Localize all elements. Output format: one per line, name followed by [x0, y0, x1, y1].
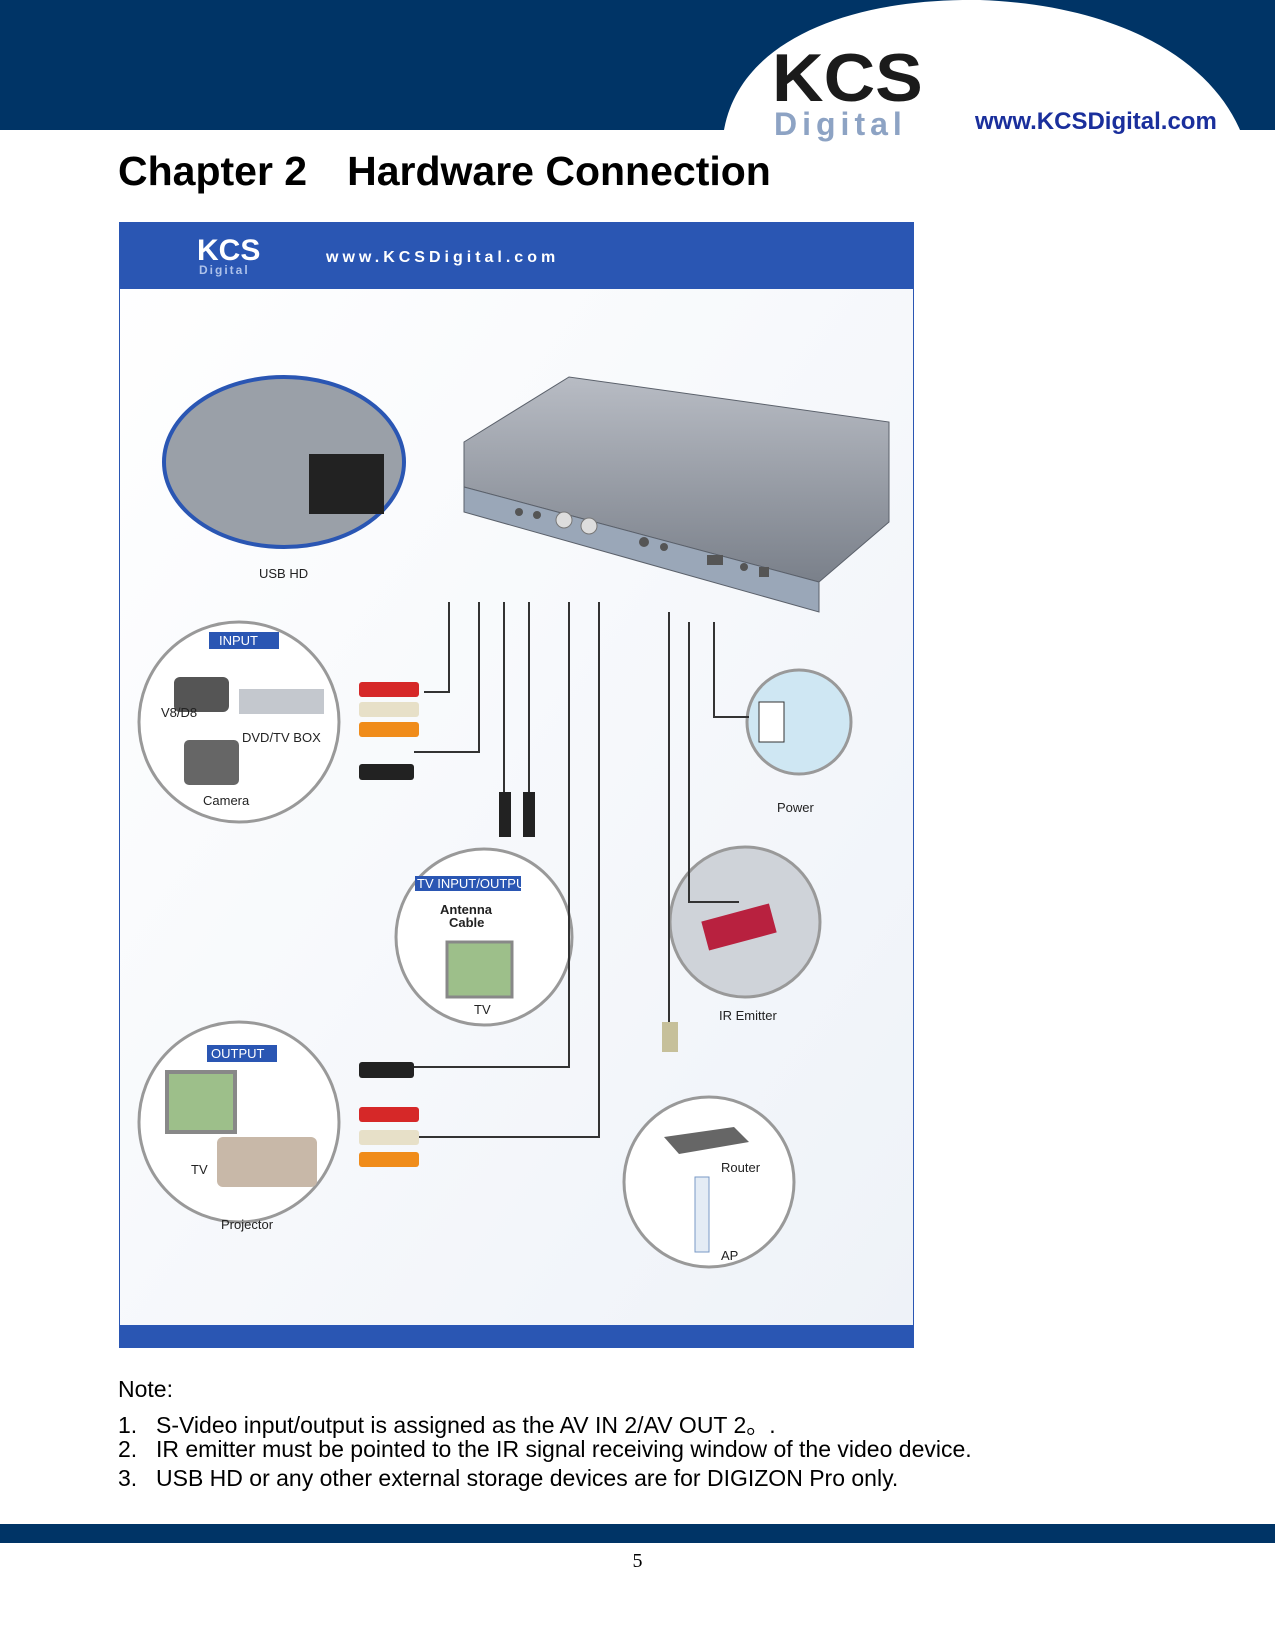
- list-item-text: USB HD or any other external storage dev…: [156, 1465, 899, 1491]
- header-band: [0, 0, 1275, 130]
- power-bubble: [745, 668, 853, 776]
- diagram-bottom-banner: [119, 1325, 914, 1348]
- diagram-top-banner: [119, 222, 914, 289]
- cable-label: Cable: [449, 915, 484, 930]
- ir-emitter-label: IR Emitter: [719, 1008, 777, 1023]
- av-plugs: [359, 682, 678, 1167]
- list-item: 2. IR emitter must be pointed to the IR s…: [118, 1436, 972, 1463]
- tv-mid-label: TV: [474, 1002, 491, 1017]
- dvd-tv-box-label: DVD/TV BOX: [242, 730, 321, 745]
- tv-io-bubble: [394, 847, 574, 1027]
- input-bubble: [137, 620, 341, 824]
- list-item: 3. USB HD or any other external storage d…: [118, 1465, 898, 1492]
- list-item: 1. S-Video input/output is assigned as th…: [118, 1406, 776, 1440]
- kcs-digital-logo: KCS Digital: [772, 40, 952, 142]
- power-label: Power: [777, 800, 815, 815]
- logo-kcs-text: KCS: [772, 40, 923, 116]
- hardware-connection-diagram: KCS Digital www.KCSDigital.com USB HD IN…: [119, 222, 914, 1348]
- logo-digital-text: Digital: [774, 106, 907, 142]
- banner-logo-kcs: KCS: [197, 234, 260, 267]
- output-tag: OUTPUT: [211, 1046, 265, 1061]
- list-item-text: IR emitter must be pointed to the IR sig…: [156, 1436, 972, 1462]
- projector-label: Projector: [221, 1217, 274, 1232]
- list-item-number: 3.: [118, 1465, 138, 1491]
- note-heading: Note:: [118, 1376, 173, 1402]
- page-title: Chapter 2 Hardware Connection: [118, 148, 771, 195]
- v8d8-label: V8/D8: [161, 705, 197, 720]
- list-item-number: 1.: [118, 1412, 138, 1438]
- chapter-number: Chapter 2: [118, 148, 308, 194]
- banner-logo-digital: Digital: [199, 263, 250, 277]
- tv-io-tag: TV INPUT/OUTPUT: [417, 876, 533, 891]
- page-number: 5: [632, 1550, 643, 1572]
- list-item-number: 2.: [118, 1436, 138, 1462]
- usb-hd-label: USB HD: [259, 566, 308, 581]
- cables: [414, 602, 749, 1138]
- router-label: Router: [721, 1160, 761, 1175]
- camera-label: Camera: [203, 793, 250, 808]
- footer-band: [0, 1524, 1275, 1543]
- list-item-text: S-Video input/output is assigned as the …: [156, 1412, 776, 1438]
- banner-url: www.KCSDigital.com: [325, 249, 559, 266]
- input-tag: INPUT: [219, 633, 258, 648]
- main-device: [463, 376, 890, 613]
- tv-out-label: TV: [191, 1162, 208, 1177]
- chapter-title: Hardware Connection: [347, 148, 771, 194]
- antenna-label: Antenna: [440, 902, 493, 917]
- ap-label: AP: [721, 1248, 738, 1263]
- website-url[interactable]: www.KCSDigital.com: [975, 108, 1217, 135]
